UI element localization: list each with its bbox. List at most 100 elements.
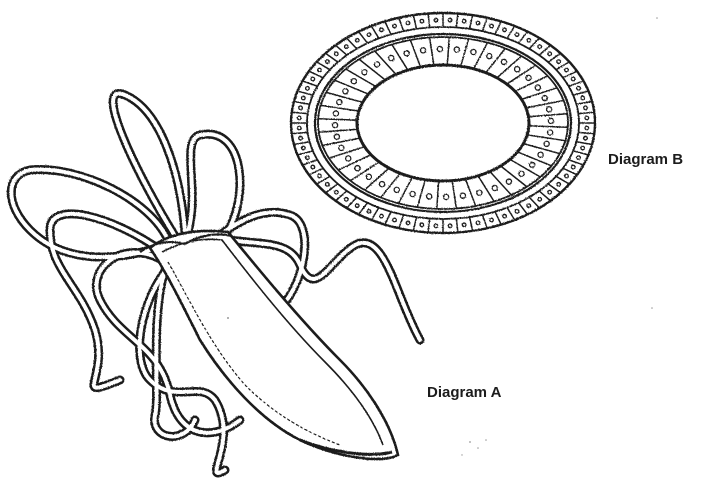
outer-cell-nucleus <box>581 146 585 150</box>
outer-cell-nucleus <box>584 106 588 110</box>
outer-cell-nucleus <box>571 165 575 169</box>
outer-cell-divider <box>371 26 379 38</box>
outer-cell-divider <box>359 203 368 215</box>
inner-cell-nucleus <box>526 75 531 80</box>
outer-cell-nucleus <box>585 116 589 120</box>
inner-cell-nucleus <box>379 181 384 186</box>
outer-cell-nucleus <box>306 156 310 160</box>
inner-cell-nucleus <box>366 174 371 179</box>
inner-cell-divider <box>452 181 456 209</box>
outer-cell-divider <box>578 112 594 113</box>
diagram-a-label: Diagram A <box>427 385 501 400</box>
outer-cell-nucleus <box>335 190 339 194</box>
outer-cell-nucleus <box>344 45 348 49</box>
outer-cell-divider <box>470 217 473 231</box>
outer-cell-nucleus <box>571 77 575 81</box>
outer-cell-divider <box>548 53 560 62</box>
outer-cell-nucleus <box>515 210 519 214</box>
outer-cell-nucleus <box>565 174 569 178</box>
outer-cell-nucleus <box>311 165 315 169</box>
inner-cell-nucleus <box>519 171 524 176</box>
outer-cell-nucleus <box>584 136 588 140</box>
inner-cell-nucleus <box>548 130 553 135</box>
diagram-a-organism <box>11 93 420 472</box>
diagram-b-cross-section <box>291 13 595 233</box>
outer-cell-divider <box>413 217 416 231</box>
outer-cell-divider <box>399 215 404 228</box>
inner-cell-divider <box>410 40 420 67</box>
outer-cell-divider <box>326 53 338 62</box>
inner-cell-nucleus <box>404 51 409 56</box>
outer-cell-nucleus <box>434 224 438 228</box>
inner-cell-nucleus <box>477 190 482 195</box>
inner-cell-nucleus <box>538 152 543 157</box>
inner-cell-divider <box>527 135 565 141</box>
outer-cell-nucleus <box>557 60 561 64</box>
outer-cell-divider <box>563 71 577 78</box>
outer-cell-nucleus <box>326 183 330 187</box>
inner-cell-nucleus <box>544 141 549 146</box>
outer-cell-nucleus <box>462 19 466 23</box>
inner-cell-divider <box>507 65 536 84</box>
outer-cell-divider <box>298 91 313 95</box>
outer-cell-nucleus <box>462 223 466 227</box>
outer-cell-divider <box>326 184 338 193</box>
outer-cell-nucleus <box>367 33 371 37</box>
outer-cell-nucleus <box>367 210 371 214</box>
outer-cell-divider <box>294 142 310 145</box>
inner-cell-divider <box>375 51 396 74</box>
outer-cell-nucleus <box>490 24 494 28</box>
inner-cell-nucleus <box>334 134 339 139</box>
inner-cell-nucleus <box>355 166 360 171</box>
inner-cell-nucleus <box>333 111 338 116</box>
inner-cell-nucleus <box>351 79 356 84</box>
inner-cell-divider <box>447 37 449 65</box>
outer-cell-nucleus <box>302 146 306 150</box>
outer-cell-divider <box>573 151 588 155</box>
outer-cell-nucleus <box>299 136 303 140</box>
inner-cell-divider <box>322 138 360 145</box>
outer-cell-nucleus <box>326 60 330 64</box>
inner-cell-nucleus <box>535 85 540 90</box>
inner-cell-divider <box>474 43 488 69</box>
outer-cell-nucleus <box>318 174 322 178</box>
inner-cell-nucleus <box>394 187 399 192</box>
outer-cell-nucleus <box>577 156 581 160</box>
outer-cell-nucleus <box>297 126 301 130</box>
outer-cell-divider <box>385 212 391 225</box>
inner-cell-nucleus <box>427 194 432 199</box>
inner-cell-divider <box>346 69 376 87</box>
outer-cell-divider <box>298 151 313 155</box>
outer-cell-divider <box>456 219 458 233</box>
outer-cell-divider <box>507 26 515 38</box>
inner-cell-divider <box>529 126 568 127</box>
outer-cell-divider <box>309 71 323 78</box>
outer-cell-nucleus <box>380 28 384 32</box>
inner-cell-nucleus <box>443 194 448 199</box>
outer-cell-nucleus <box>393 24 397 28</box>
inner-cell-nucleus <box>362 70 367 75</box>
inner-cell-nucleus <box>454 47 459 52</box>
inner-cell-nucleus <box>515 67 520 72</box>
inner-cell-divider <box>510 159 540 177</box>
outer-cell-nucleus <box>515 33 519 37</box>
inner-cell-nucleus <box>343 89 348 94</box>
outer-cell-nucleus <box>406 221 410 225</box>
outer-cell-divider <box>569 160 584 165</box>
outer-cell-nucleus <box>306 87 310 91</box>
outer-cell-nucleus <box>297 116 301 120</box>
inner-cell-nucleus <box>389 55 394 60</box>
outer-cell-nucleus <box>476 221 480 225</box>
outer-cell-nucleus <box>503 214 507 218</box>
outer-cell-divider <box>309 168 323 175</box>
inner-cell-nucleus <box>530 162 535 167</box>
inner-cell-divider <box>398 177 412 203</box>
outer-cell-nucleus <box>355 38 359 42</box>
inner-cell-nucleus <box>487 54 492 59</box>
outer-cell-divider <box>359 32 368 44</box>
inner-cell-nucleus <box>420 48 425 53</box>
outer-cell-divider <box>385 21 391 34</box>
outer-cell-nucleus <box>585 126 589 130</box>
outer-cell-nucleus <box>557 183 561 187</box>
